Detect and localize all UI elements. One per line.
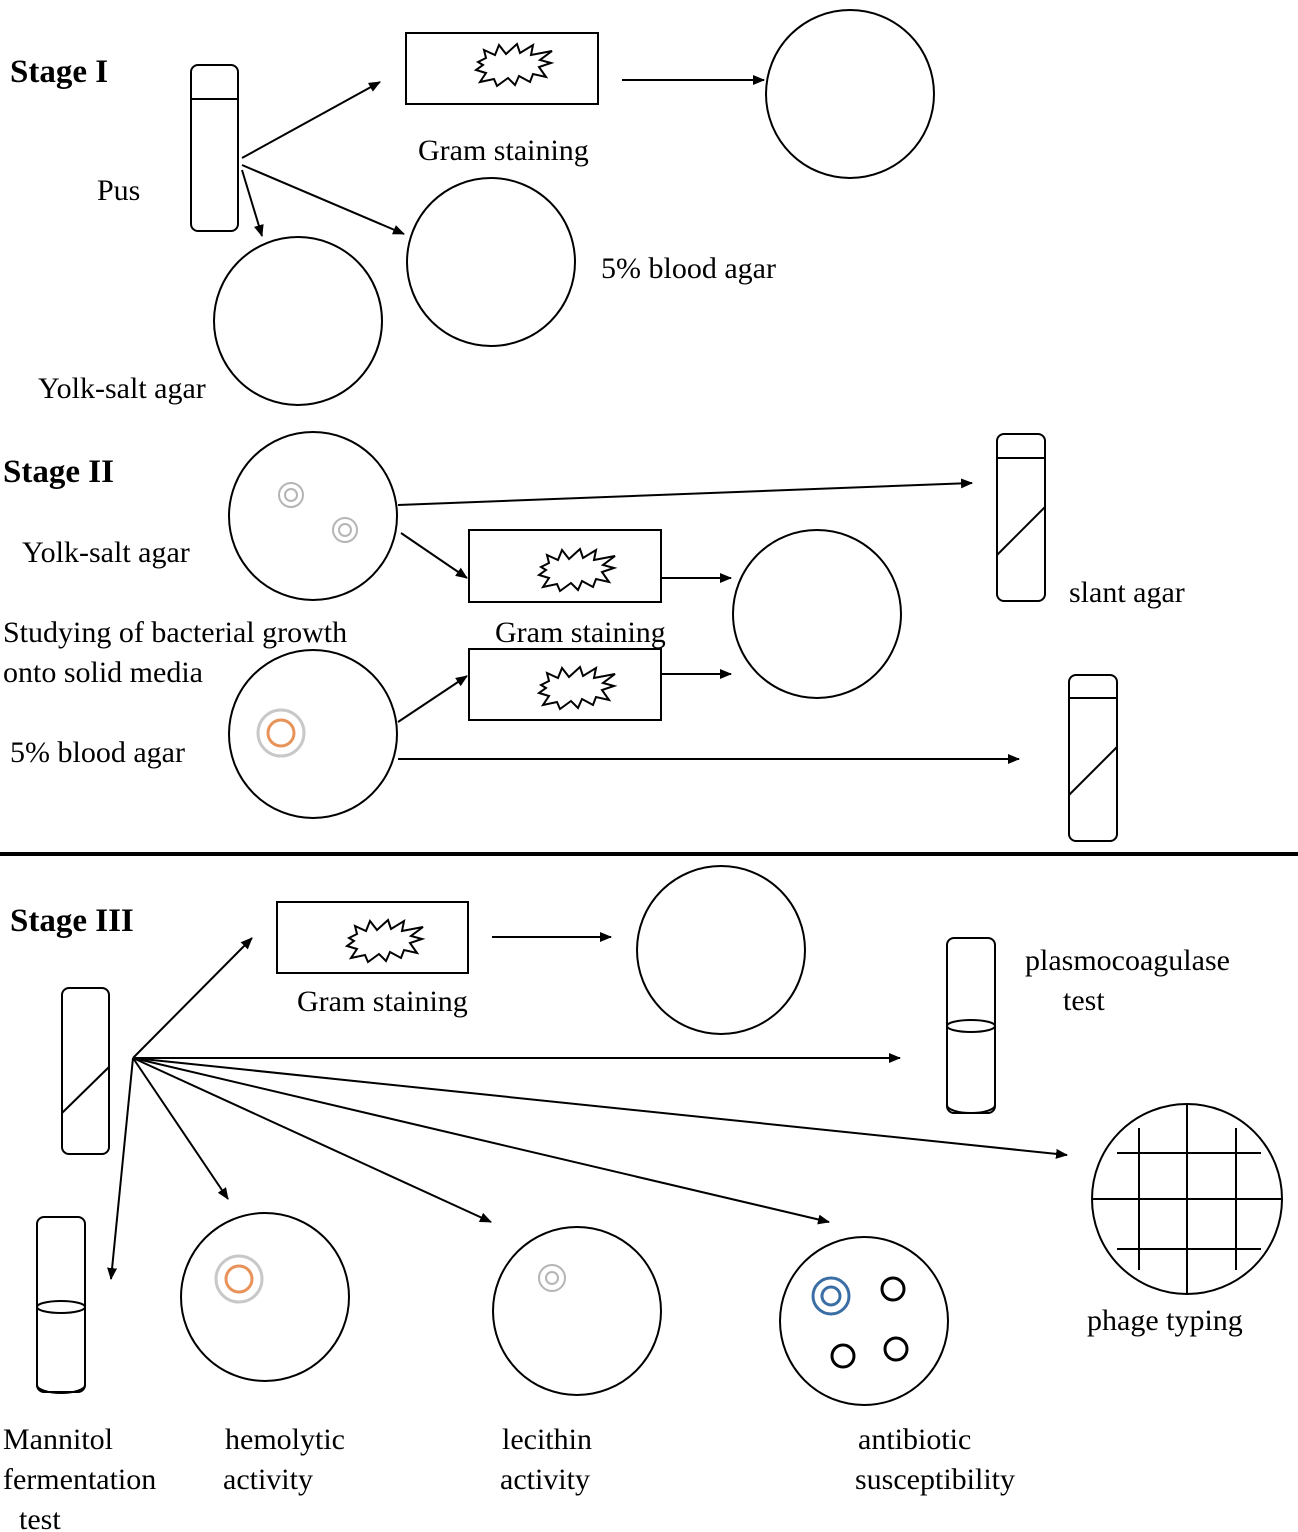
hemolytic-label-line2: activity: [223, 1463, 313, 1496]
antibiotic-label-line1: antibiotic: [858, 1423, 971, 1456]
mannitol-tube: [37, 1217, 85, 1393]
hemolytic-plate: [181, 1213, 349, 1381]
arrow-to-blood-agar: [242, 165, 404, 234]
blood-agar-label-2: 5% blood agar: [10, 736, 185, 769]
arrow-to-gram-slide-3: [398, 676, 467, 722]
stage-1-title: Stage I: [10, 54, 108, 90]
antibiotic-label-line2: susceptibility: [855, 1463, 1015, 1496]
studying-label-line2: onto solid media: [3, 656, 203, 689]
antibiotic-plate: [780, 1237, 948, 1405]
yolk-salt-agar-plate-1: [214, 237, 382, 405]
arrow-to-gram-slide-4: [133, 938, 252, 1058]
arrow-to-yolk-salt-agar: [242, 170, 262, 236]
gram-slide-4: [277, 902, 468, 973]
yolk-salt-label-1: Yolk-salt agar: [38, 372, 206, 405]
mannitol-label-line1: Mannitol: [3, 1423, 113, 1456]
stage-2-title: Stage II: [3, 454, 114, 490]
lecithin-label-line2: activity: [500, 1463, 590, 1496]
gram-staining-label-3: Gram staining: [297, 985, 468, 1018]
plasmocoagulase-label-line2: test: [1063, 984, 1105, 1017]
blood-agar-plate-1: [407, 178, 575, 346]
slant-agar-tube-2: [1069, 675, 1117, 841]
arrow-to-lecithin: [133, 1058, 491, 1222]
lecithin-plate: [493, 1227, 661, 1395]
arrow-to-antibiotic: [133, 1058, 829, 1222]
slant-agar-tube-1: [997, 434, 1045, 601]
plasmocoagulase-tube: [947, 938, 995, 1113]
microscope-field-2: [733, 530, 901, 698]
yolk-salt-agar-plate-2: [229, 432, 397, 600]
arrow-to-slant-1: [398, 483, 972, 505]
mannitol-label-line3: test: [19, 1503, 61, 1532]
yolk-salt-label-2: Yolk-salt agar: [22, 536, 190, 569]
gram-staining-label-1: Gram staining: [418, 134, 589, 167]
hemolytic-label-line1: hemolytic: [225, 1423, 345, 1456]
mannitol-label-line2: fermentation: [3, 1463, 156, 1496]
arrow-to-phage-typing: [133, 1058, 1067, 1155]
arrow-to-gram-slide-2: [401, 533, 467, 578]
gram-slide-2: [469, 530, 661, 602]
blood-agar-plate-2: [229, 650, 397, 818]
stage-3-title: Stage III: [10, 903, 134, 939]
blood-agar-label-1: 5% blood agar: [601, 252, 776, 285]
pus-test-tube: [191, 65, 238, 231]
arrow-to-gram-slide: [242, 82, 380, 158]
arrow-to-mannitol: [111, 1058, 133, 1279]
slant-agar-tube-3: [62, 988, 109, 1154]
phage-typing-label: phage typing: [1087, 1304, 1243, 1337]
microscope-field-1: [766, 10, 934, 178]
phage-typing-plate: [1092, 1104, 1282, 1294]
gram-slide-1: [406, 33, 598, 104]
gram-staining-label-2: Gram staining: [495, 616, 666, 649]
slant-agar-label: slant agar: [1069, 576, 1185, 609]
pus-label: Pus: [97, 174, 140, 207]
plasmocoagulase-label-line1: plasmocoagulase: [1025, 944, 1230, 977]
gram-slide-3: [469, 649, 661, 720]
lecithin-label-line1: lecithin: [502, 1423, 592, 1456]
studying-label-line1: Studying of bacterial growth: [3, 616, 347, 649]
microscope-field-3: [637, 866, 805, 1034]
